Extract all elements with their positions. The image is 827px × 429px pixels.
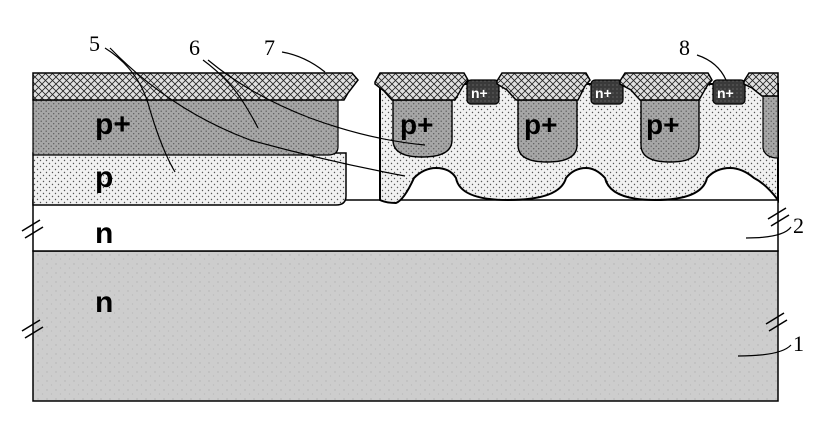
oxide-segment-1 [374,72,469,101]
label-p-plus-left: p+ [95,108,131,141]
label-p-plus-well-1: p+ [400,109,433,140]
p-plus-well-3 [640,99,700,163]
n-substrate-layer [32,250,779,402]
ref-numeral-8: 8 [679,35,690,60]
oxide-layer-left [32,72,359,101]
p-plus-region-left [32,99,339,156]
label-p-plus-well-2: p+ [524,109,557,140]
n-plus-region-3 [712,79,746,105]
ref-numeral-1: 1 [793,331,804,356]
oxide-segment-4 [743,72,779,97]
leader-line-5-to-p-body [109,47,406,177]
oxide-segment-3 [619,72,713,101]
leader-line-6-to-p-plus-well [207,59,426,146]
leader-line-6-to-p-plus-left [202,59,259,129]
n-plus-region-2 [590,79,624,105]
ref-numeral-6: 6 [189,35,200,60]
label-n-substrate: n [95,286,113,319]
leader-line-2-to-epi [745,226,792,239]
leader-line-7-to-oxide [281,51,326,73]
n-plus-region-1 [466,79,500,105]
leader-line-8-to-n-plus [696,54,727,81]
label-n-plus-2: n+ [595,85,612,101]
label-n-plus-1: n+ [471,85,488,101]
label-n-epi: n [95,217,113,250]
n-epi-layer [32,199,779,252]
oxide-segment-2 [496,72,591,101]
label-p-plus-well-3: p+ [646,109,679,140]
break-mark-right-upper [767,207,790,227]
break-mark-right-lower [765,312,788,332]
leader-line-1-to-substrate [737,344,792,357]
p-plus-edge-right [762,95,779,159]
ref-numeral-5: 5 [89,31,100,56]
break-mark-left-lower [21,319,44,339]
break-mark-left-upper [21,219,44,239]
ref-numeral-7: 7 [264,35,275,60]
leader-line-5-to-p [104,47,176,173]
label-p-left: p [95,161,113,194]
p-region-left [32,152,347,206]
ref-numeral-2: 2 [793,213,804,238]
label-n-plus-3: n+ [717,85,734,101]
p-plus-well-2 [517,99,578,163]
